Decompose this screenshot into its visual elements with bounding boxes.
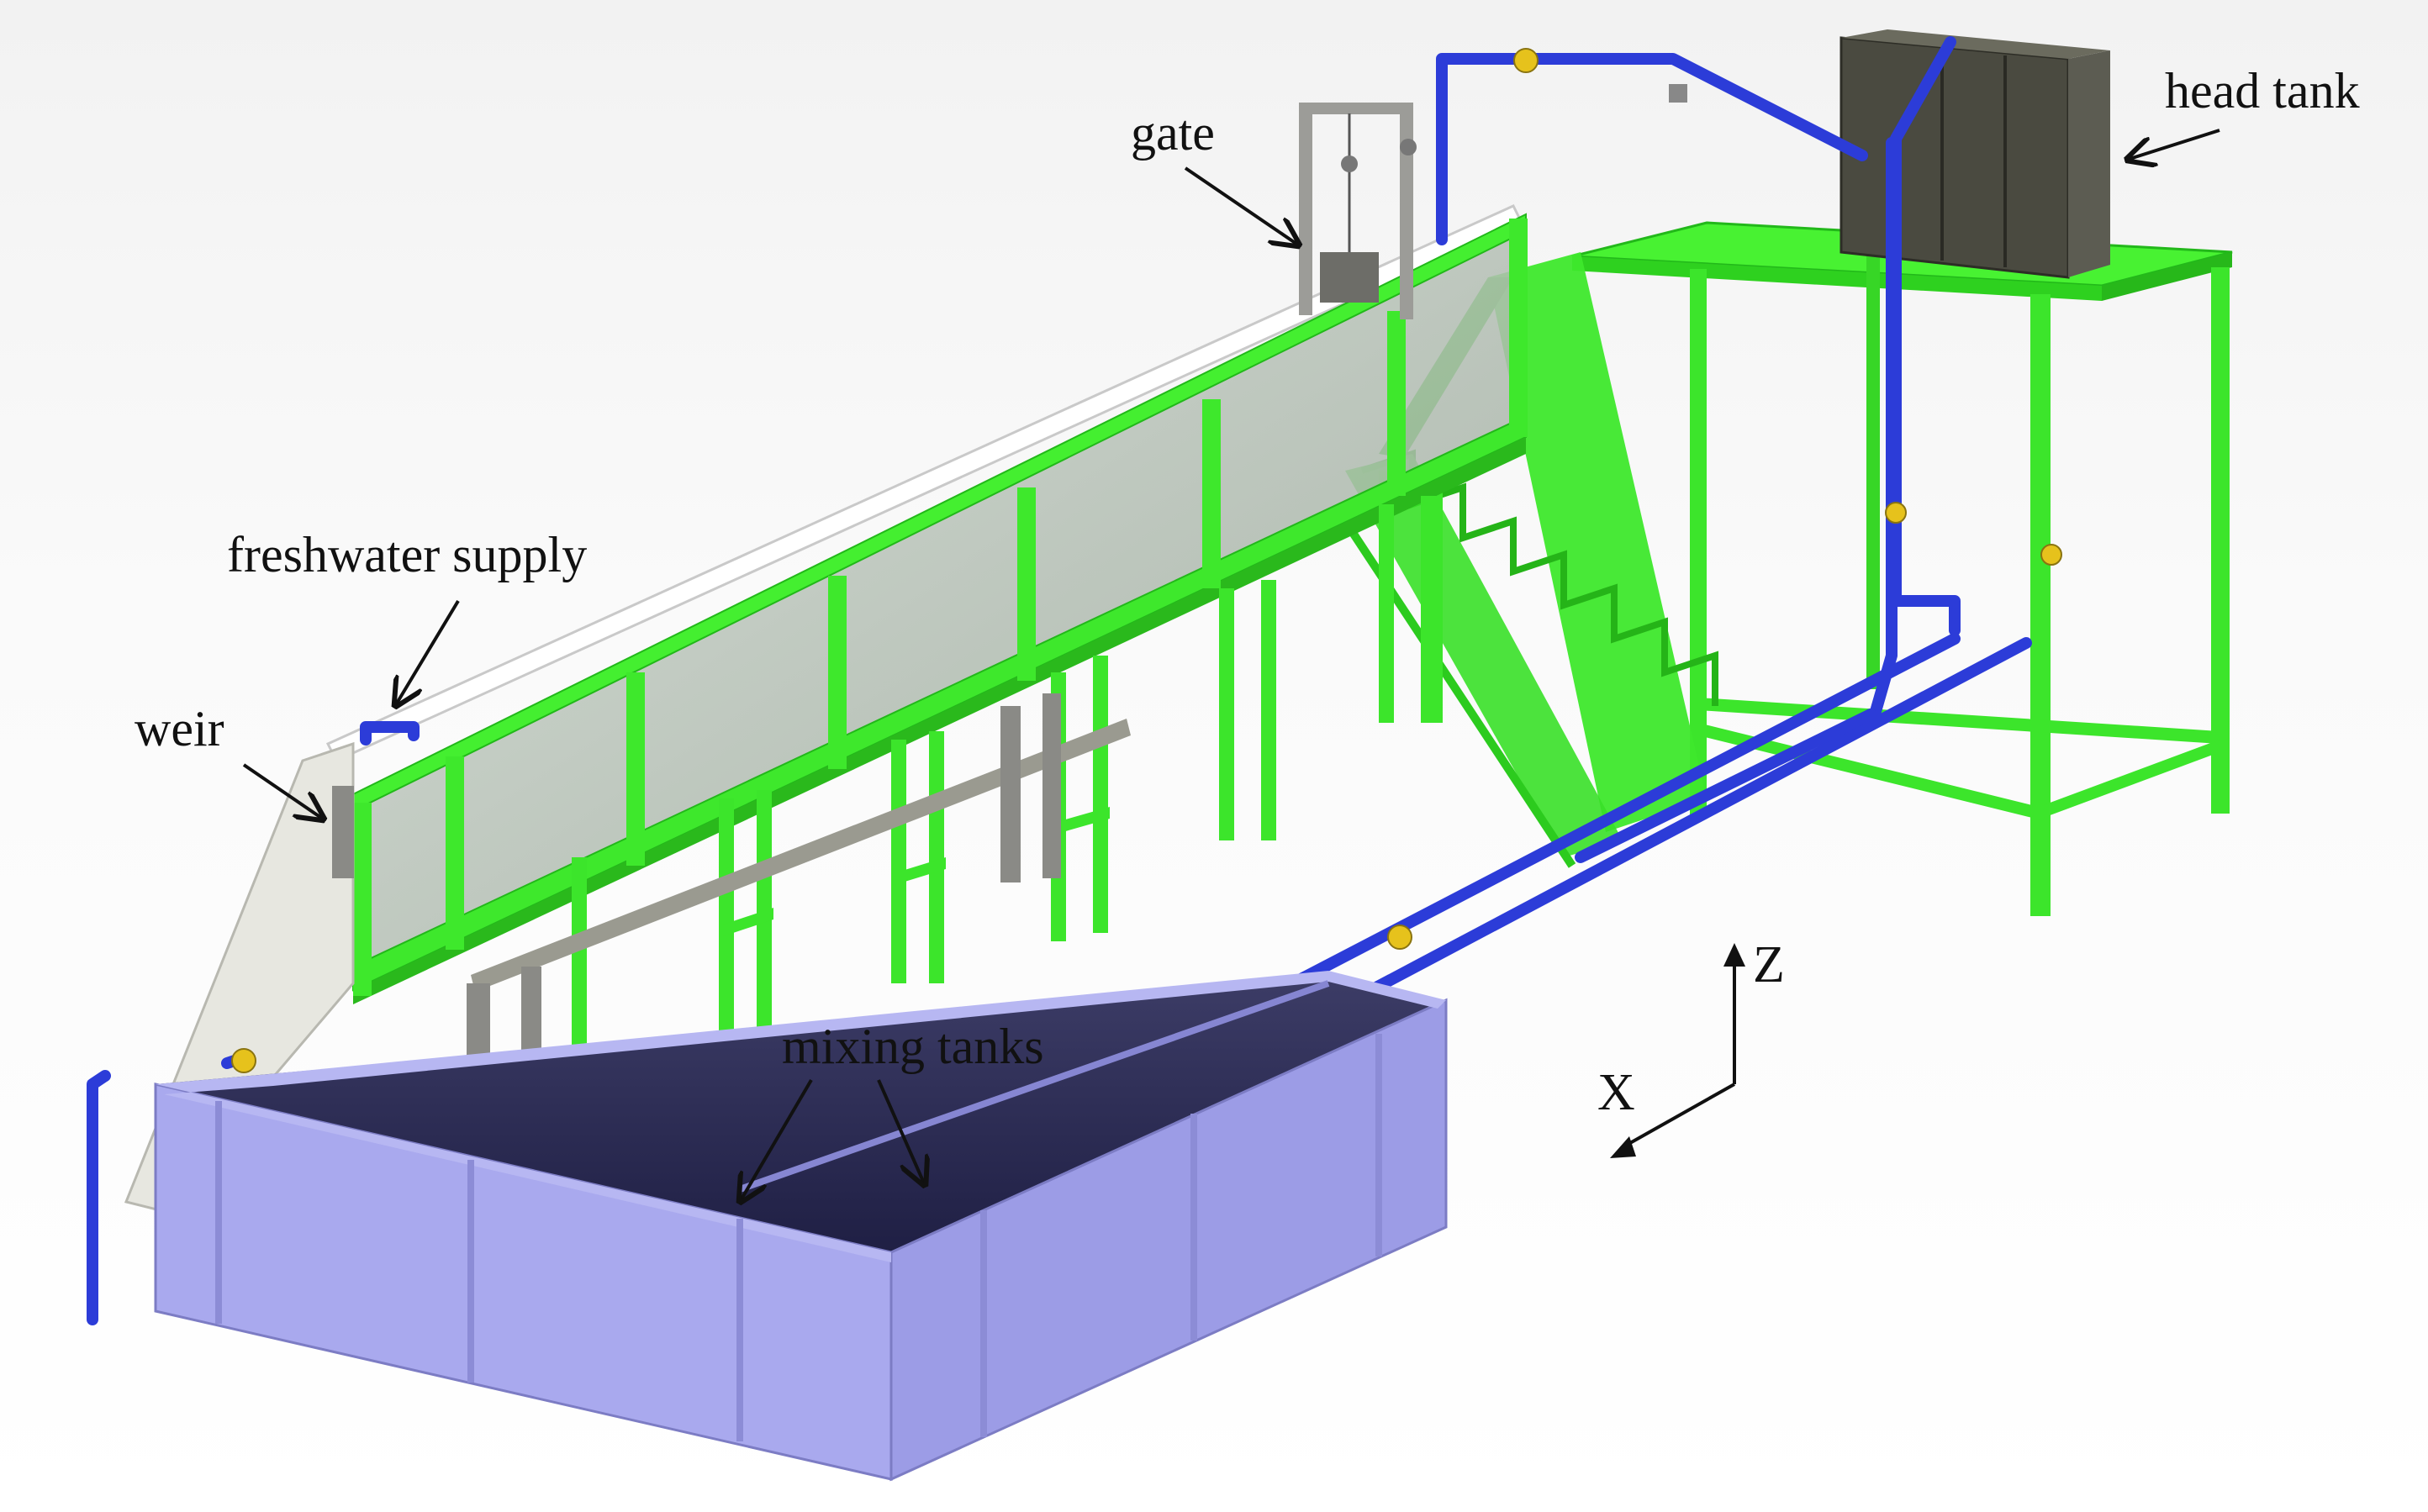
axis-x-label: X bbox=[1597, 1064, 1635, 1121]
label-head-tank: head tank bbox=[2165, 63, 2360, 119]
label-gate: gate bbox=[1131, 105, 1215, 161]
label-freshwater-supply: freshwater supply bbox=[227, 527, 587, 582]
triangle-up-icon bbox=[1723, 943, 1745, 967]
mixing-tanks bbox=[154, 971, 1448, 1482]
head-tank bbox=[1839, 29, 2110, 279]
flume bbox=[325, 204, 1528, 1118]
coordinate-axes: Z X bbox=[1597, 936, 1785, 1158]
gate bbox=[1299, 103, 1417, 319]
arrow-pointer-icon bbox=[242, 763, 324, 819]
label-weir: weir bbox=[135, 701, 224, 756]
arrow-pointer-icon bbox=[1184, 166, 1299, 245]
callouts: gate head tank freshwater supply weir mi… bbox=[135, 63, 2360, 1202]
flow-meter bbox=[1669, 84, 1687, 103]
arrow-pointer-icon bbox=[877, 1079, 925, 1185]
label-mixing-tanks: mixing tanks bbox=[782, 1019, 1044, 1074]
axis-z-label: Z bbox=[1753, 936, 1785, 993]
arrow-pointer-icon bbox=[740, 1078, 813, 1202]
triangle-down-left-icon bbox=[1610, 1136, 1636, 1158]
arrow-pointer-icon bbox=[395, 599, 460, 706]
head-tank-platform bbox=[1571, 221, 2233, 916]
valves bbox=[231, 48, 2062, 1073]
arrow-pointer-icon bbox=[2127, 129, 2220, 160]
